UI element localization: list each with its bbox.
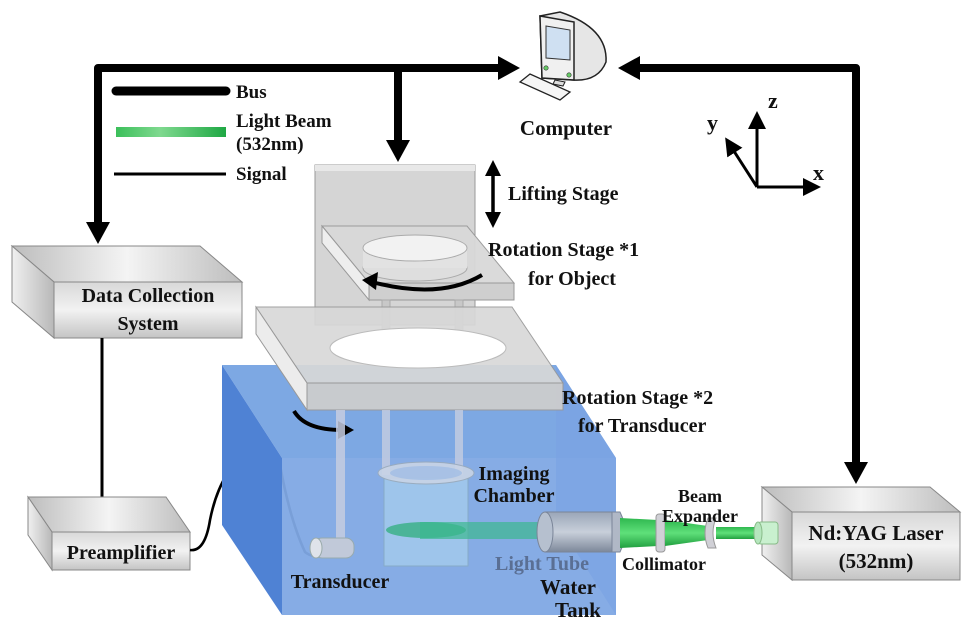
computer-icon (518, 11, 607, 101)
transducer-rod (336, 410, 345, 538)
laser-label-1: Nd:YAG Laser (808, 521, 943, 545)
beam-expander: Beam Expander (655, 486, 764, 553)
rotation-stage-2: Rotation Stage *2 for Transducer (255, 305, 713, 439)
rotation-stage-2-label-1: Rotation Stage *2 (562, 387, 713, 409)
preamplifier-label: Preamplifier (67, 542, 176, 564)
legend-light-beam-wavelength: (532nm) (236, 134, 304, 155)
lifting-stage-label: Lifting Stage (508, 183, 619, 205)
rod (455, 410, 463, 475)
bus-arrow-to-computer (498, 56, 520, 80)
rotation-stage-1-label-1: Rotation Stage *1 (488, 239, 639, 261)
rotation-stage-1-label-2: for Object (528, 268, 616, 290)
data-collection-system: Data Collection System (10, 244, 244, 340)
transducer-label: Transducer (291, 571, 390, 593)
bus-lines (86, 56, 868, 484)
imaging-chamber-label-2: Chamber (473, 485, 554, 507)
transducer: Transducer (291, 537, 390, 593)
rotation-stage-2-label-2: for Transducer (578, 415, 706, 437)
keyboard-icon (518, 73, 572, 101)
collimator-label: Collimator (622, 554, 706, 574)
bus-to-laser (640, 64, 860, 462)
bus-arrow-from-laser-to-computer (618, 56, 640, 80)
water-tank-label-1: Water (540, 575, 596, 599)
preamplifier: Preamplifier (27, 495, 191, 572)
coordinate-axes: z x y (707, 88, 824, 196)
water-tank-label-2: Tank (555, 598, 601, 622)
x-axis-label: x (813, 160, 824, 185)
data-collection-label-1: Data Collection (82, 285, 215, 307)
computer: Computer (518, 11, 612, 140)
bus-arrow-to-data-collection (86, 222, 110, 244)
legend-light-beam-label: Light Beam (236, 111, 332, 132)
legend-signal-label: Signal (236, 164, 287, 185)
bus-arrow-to-laser (844, 462, 868, 484)
rotation-1-arrow (371, 273, 484, 292)
bus-arrow-to-stage (386, 140, 410, 162)
light-tube: Light Tube (420, 511, 613, 575)
y-axis-label: y (707, 110, 718, 135)
laser-label-2: (532nm) (839, 549, 914, 573)
bus-to-data-collection (94, 64, 500, 235)
computer-label: Computer (520, 116, 612, 140)
legend-light-beam-swatch (116, 127, 226, 137)
collimator: Collimator (611, 511, 706, 574)
light-tube-label: Light Tube (495, 553, 589, 575)
rod (382, 410, 390, 475)
legend-bus-label: Bus (236, 82, 267, 103)
data-collection-label-2: System (117, 313, 178, 335)
nd-yag-laser: Nd:YAG Laser (532nm) (753, 485, 962, 582)
imaging-chamber-label-1: Imaging (478, 463, 549, 485)
z-axis-label: z (768, 88, 778, 113)
legend: Bus Light Beam (532nm) Signal (111, 82, 332, 185)
rotation-stage-1: Rotation Stage *1 for Object (320, 224, 639, 302)
beam-expander-label-2: Expander (662, 506, 738, 526)
beam-expander-label-1: Beam (678, 486, 722, 506)
